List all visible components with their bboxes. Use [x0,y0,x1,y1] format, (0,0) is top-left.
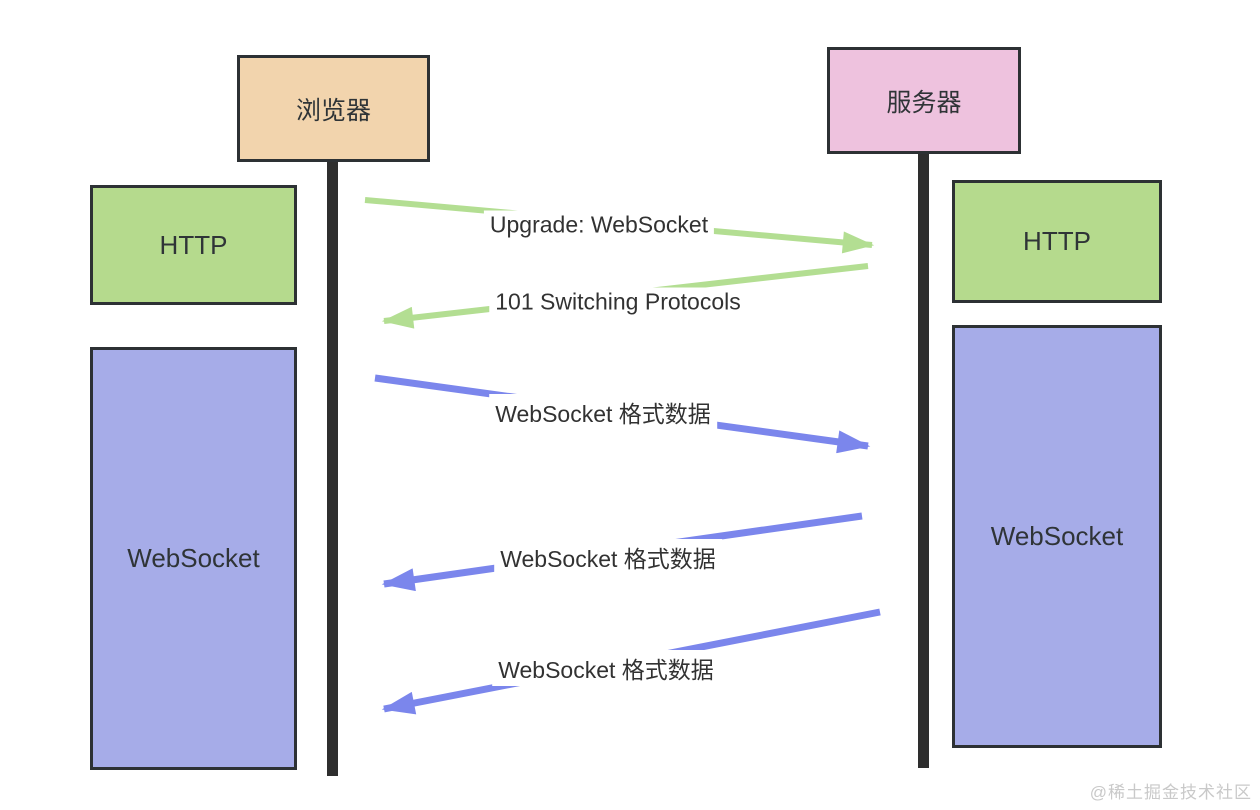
message-label-ws-data-2: WebSocket 格式数据 [494,539,722,575]
message-label-101-switching: 101 Switching Protocols [489,287,747,317]
message-label-upgrade: Upgrade: WebSocket [483,210,715,240]
browser-websocket-box: WebSocket [90,347,297,770]
message-label-ws-data-1: WebSocket 格式数据 [489,394,717,430]
server-actor-box: 服务器 [827,47,1021,154]
server-websocket-box: WebSocket [952,325,1162,748]
browser-http-box: HTTP [90,185,297,305]
server-websocket-label: WebSocket [990,521,1124,551]
server-http-box: HTTP [952,180,1162,303]
browser-http-label: HTTP [159,229,228,260]
message-label-ws-data-3: WebSocket 格式数据 [492,650,720,686]
browser-actor-box: 浏览器 [237,55,430,162]
server-actor-label: 服务器 [886,88,962,117]
browser-websocket-label: WebSocket [127,543,260,573]
browser-lifeline [327,160,338,776]
server-http-label: HTTP [1023,226,1091,256]
juejin-watermark: @稀土掘金技术社区 [1089,783,1252,802]
server-lifeline [918,152,929,768]
browser-actor-label: 浏览器 [295,96,371,125]
